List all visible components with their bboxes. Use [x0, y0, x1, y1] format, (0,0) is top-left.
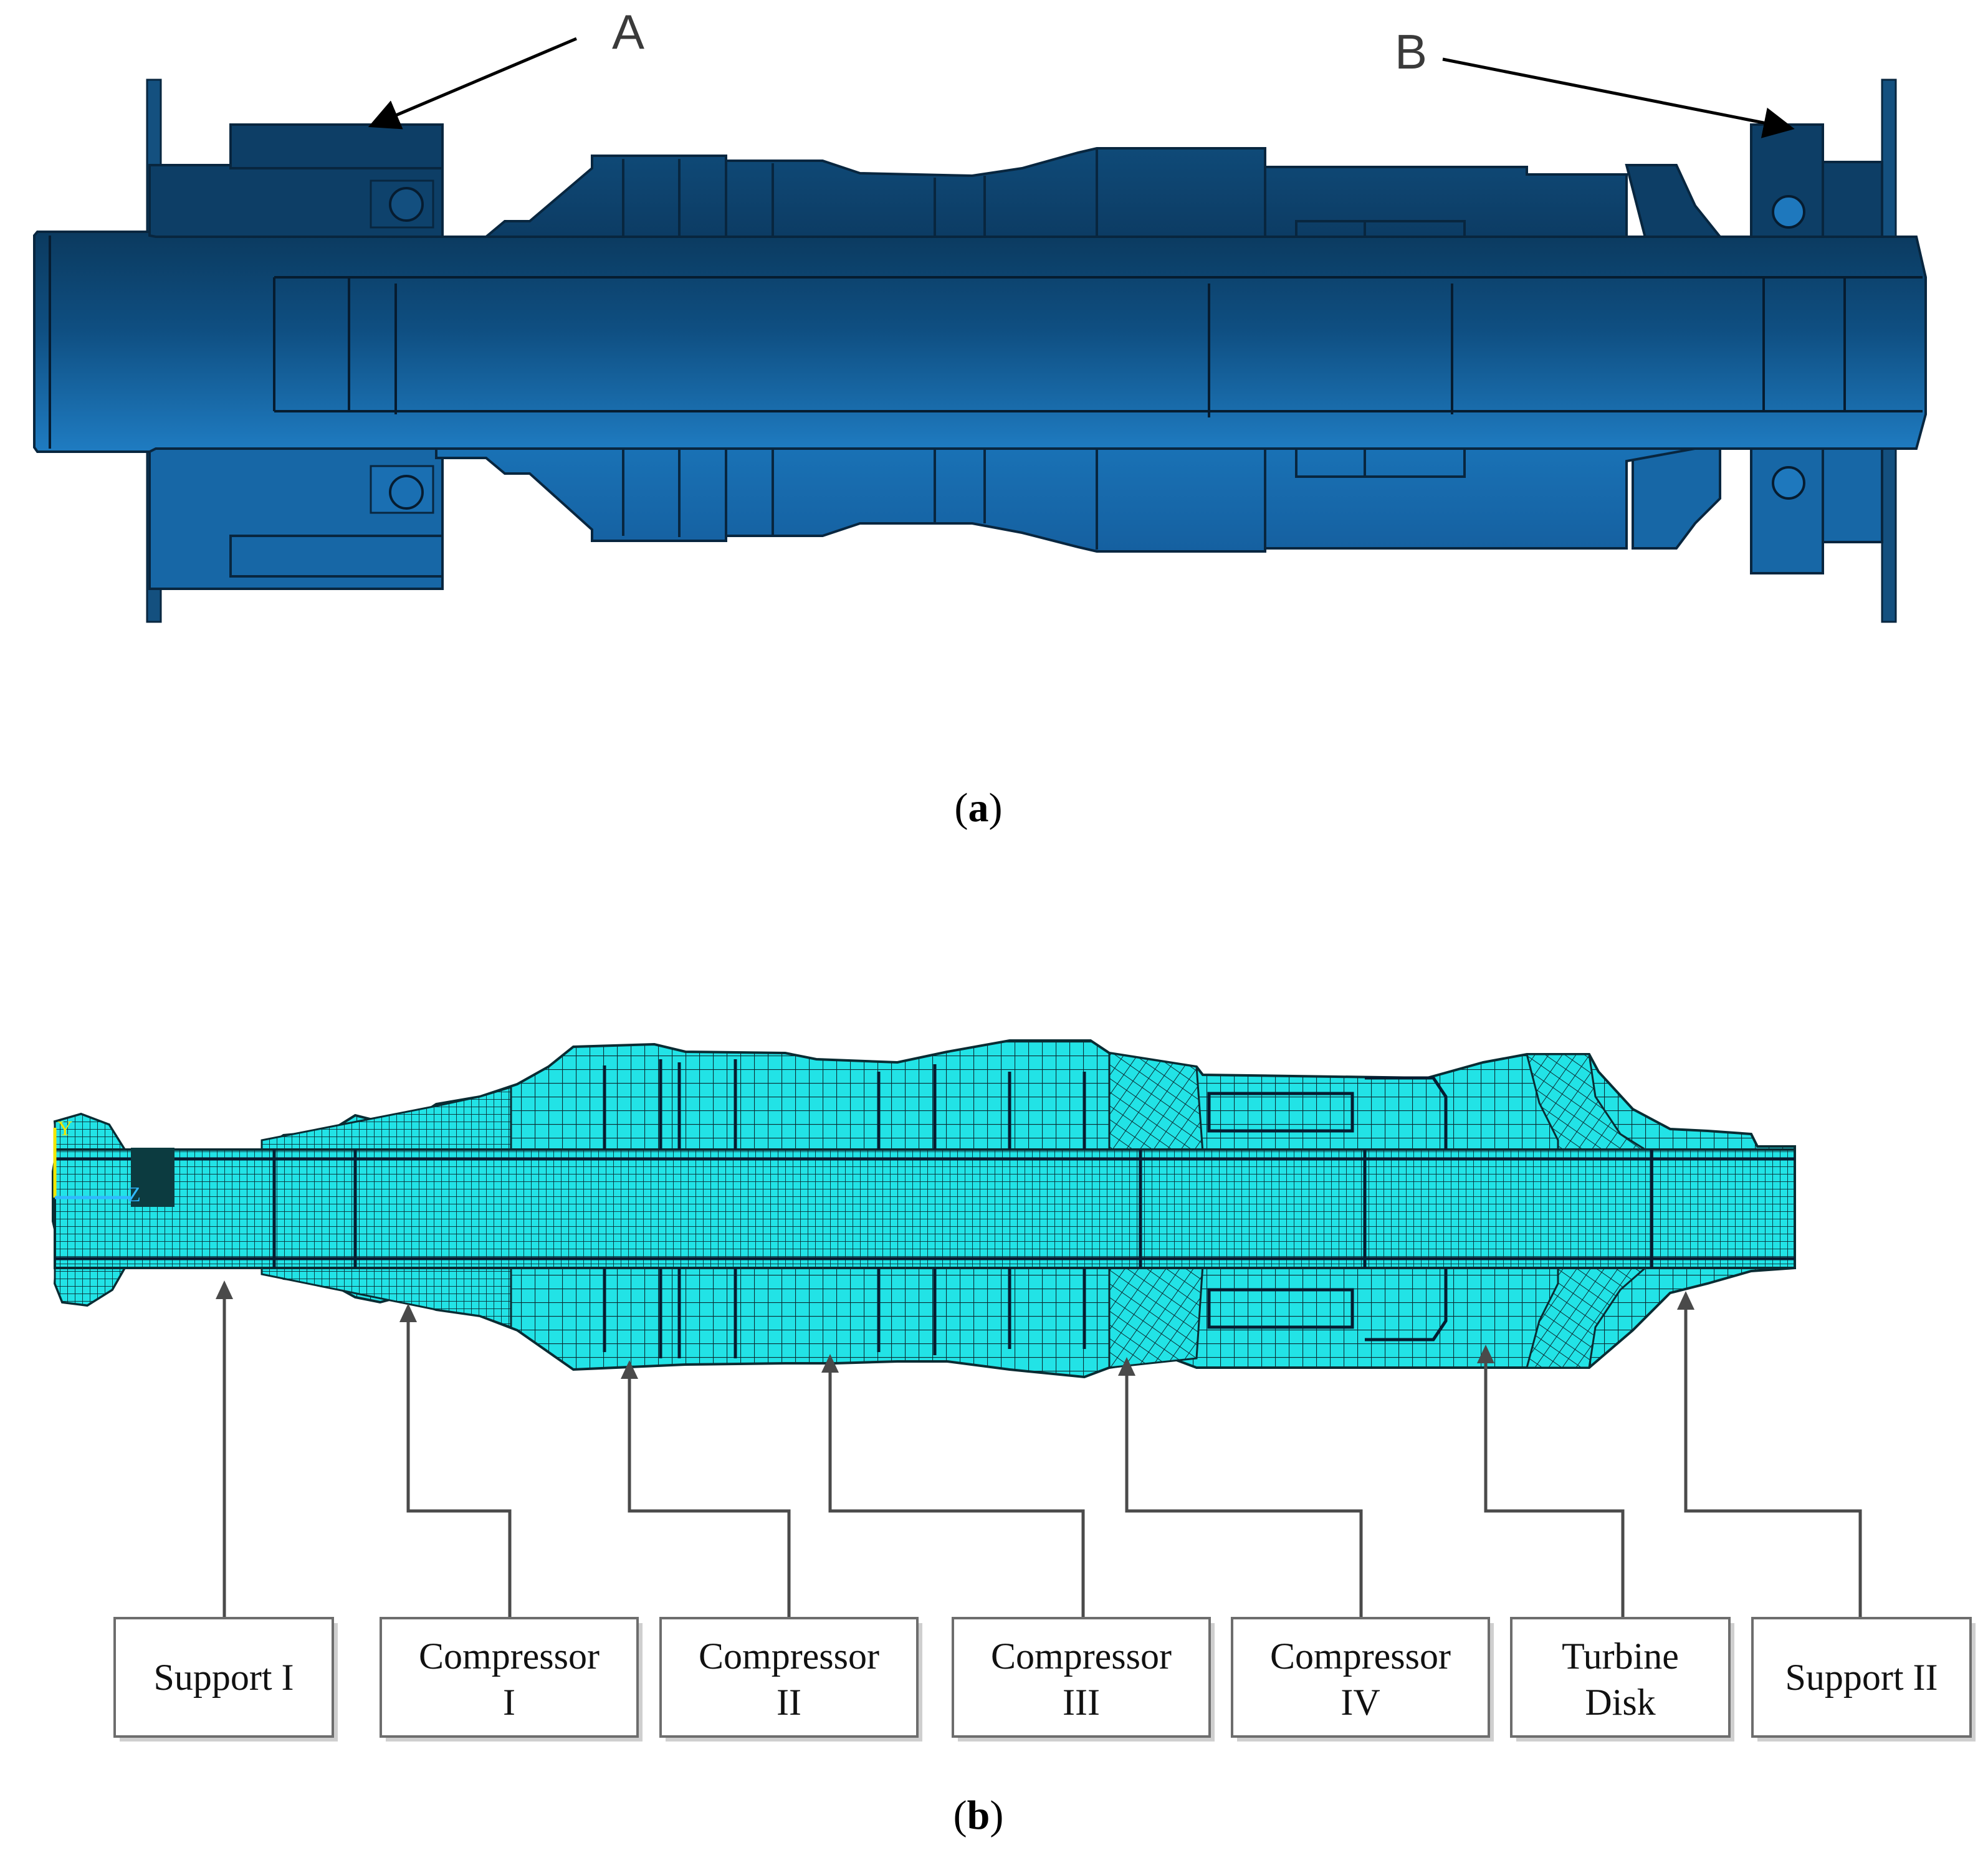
- label-compressor-2-line2: II: [777, 1682, 801, 1723]
- leader-compressor-3: [828, 1358, 1085, 1620]
- label-compressor-3-line1: Compressor: [991, 1636, 1172, 1677]
- component-leaders: [216, 1280, 1862, 1620]
- label-compressor-2-line1: Compressor: [699, 1636, 879, 1677]
- label-compressor-4-line1: Compressor: [1270, 1636, 1451, 1677]
- caption-a: (a): [955, 785, 1003, 831]
- arrowhead-turbine-disk: [1477, 1345, 1494, 1363]
- label-box-compressor-2: Compressor II: [659, 1617, 922, 1742]
- component-label-boxes: Support I Compressor I Compressor II Com…: [113, 1617, 1976, 1742]
- label-compressor-4-line2: IV: [1340, 1682, 1380, 1723]
- mesh-dense-block: [131, 1148, 174, 1207]
- callout-b-label: B: [1395, 24, 1427, 79]
- panel-a-cad-model: A B: [33, 4, 1927, 623]
- mesh-shaft-segment-lines: [55, 1150, 1795, 1268]
- caption-b: (b): [953, 1793, 1004, 1838]
- ball-bearing-bottom-right: [1772, 466, 1805, 500]
- label-compressor-1-line1: Compressor: [419, 1636, 600, 1677]
- leader-support-2: [1684, 1295, 1862, 1620]
- callout-a: A: [368, 4, 644, 130]
- mesh-shaft: [54, 1148, 1796, 1269]
- arrowhead-compressor-1: [399, 1303, 417, 1322]
- label-support-1-line1: Support I: [154, 1657, 294, 1698]
- ball-bearing-top-left: [389, 187, 424, 222]
- callout-b: B: [1395, 24, 1795, 138]
- mesh-left-fine: [54, 1085, 512, 1329]
- label-turbine-disk-line2: Disk: [1585, 1682, 1655, 1723]
- panel-b-fe-mesh: Y Z: [52, 1039, 1976, 1742]
- label-box-turbine-disk: Turbine Disk: [1510, 1617, 1734, 1742]
- ball-bearing-bottom-left: [389, 475, 424, 510]
- leader-compressor-2: [628, 1365, 791, 1620]
- axis-z-label: Z: [128, 1183, 141, 1206]
- arrowhead-compressor-2: [621, 1360, 638, 1379]
- mesh-cavity-outlines: [603, 1059, 1448, 1358]
- label-compressor-3-line2: III: [1063, 1682, 1100, 1723]
- arrowhead-support-2: [1677, 1291, 1694, 1310]
- leader-turbine-disk: [1484, 1349, 1625, 1620]
- label-box-compressor-3: Compressor III: [952, 1617, 1215, 1742]
- label-compressor-1-line2: I: [503, 1682, 515, 1723]
- coordinate-triad: Y Z: [53, 1117, 141, 1206]
- label-box-support-2: Support II: [1751, 1617, 1976, 1742]
- arrowhead-compressor-3: [821, 1354, 839, 1373]
- shaft-segment-lines: [49, 236, 1923, 449]
- arrowhead-support-1: [216, 1280, 233, 1299]
- callout-a-label: A: [612, 4, 644, 59]
- label-box-compressor-1: Compressor I: [380, 1617, 643, 1742]
- arrowhead-compressor-4: [1118, 1357, 1135, 1376]
- main-shaft: [33, 231, 1927, 453]
- ball-bearing-top-right: [1772, 195, 1805, 229]
- label-turbine-disk-line1: Turbine: [1562, 1636, 1679, 1677]
- label-support-2-line1: Support II: [1785, 1657, 1938, 1698]
- label-box-compressor-4: Compressor IV: [1231, 1617, 1494, 1742]
- label-box-support-1: Support I: [113, 1617, 338, 1742]
- bearing-housing-b: [1625, 123, 1883, 574]
- axis-y-label: Y: [57, 1117, 73, 1140]
- leader-compressor-4: [1125, 1361, 1363, 1620]
- leader-compressor-1: [406, 1307, 512, 1620]
